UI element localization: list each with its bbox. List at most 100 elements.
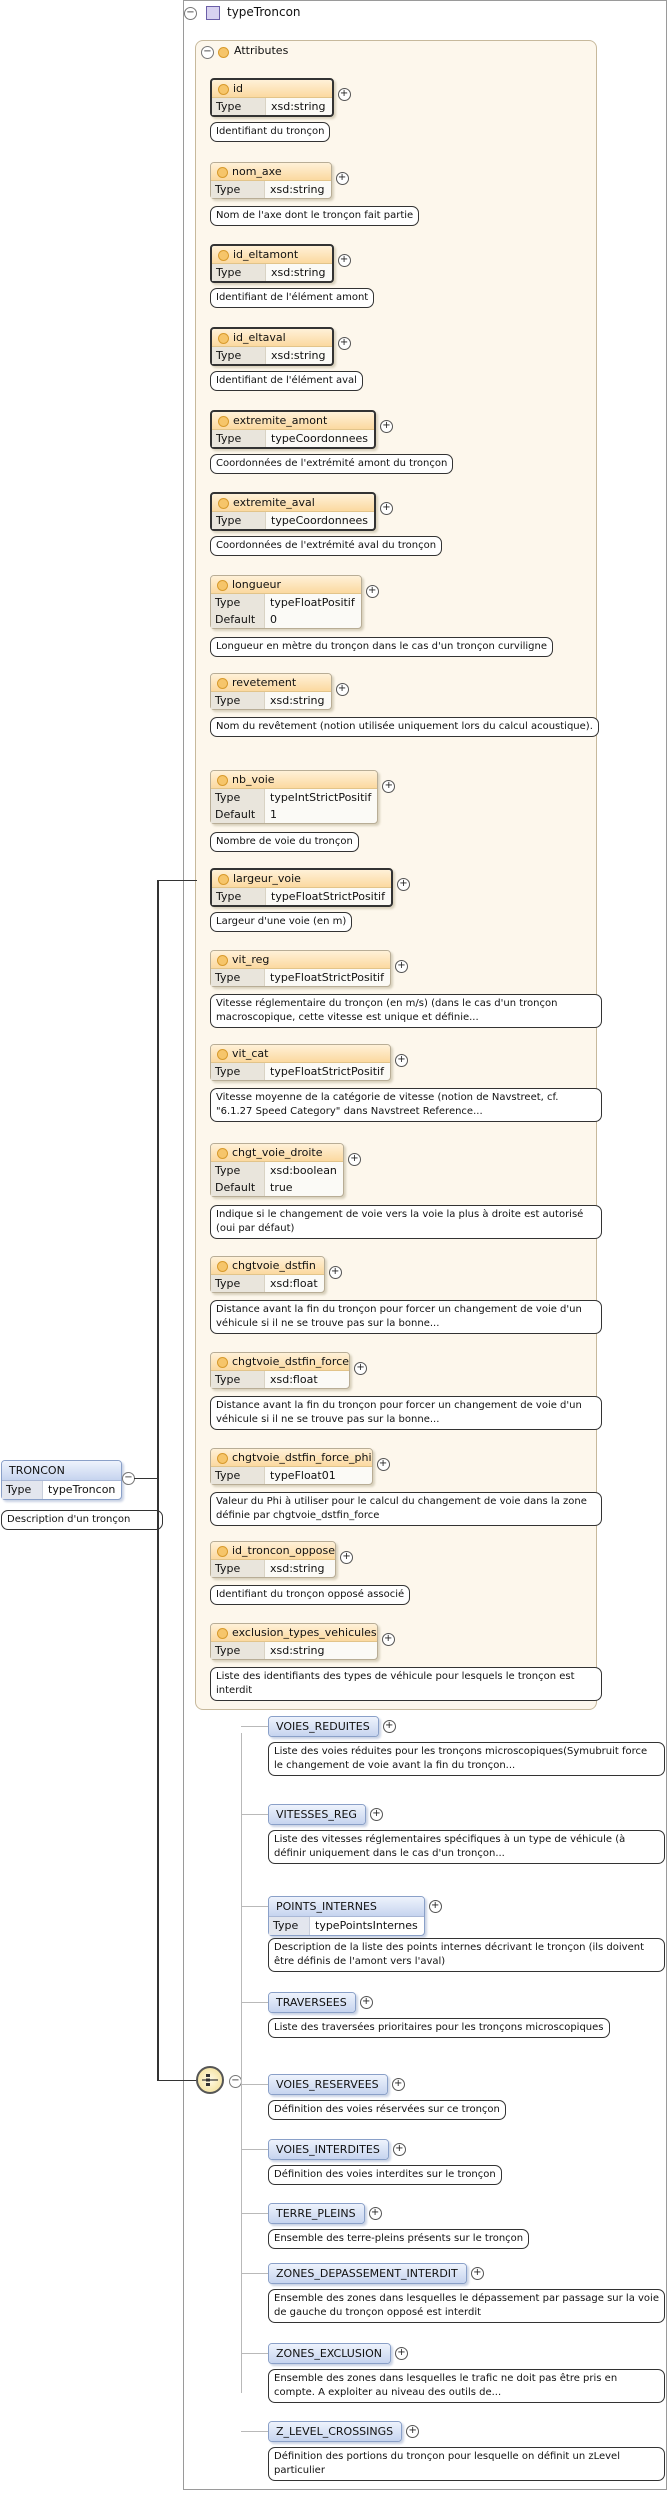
expand-icon[interactable]: + <box>365 585 379 598</box>
expand-icon[interactable]: + <box>396 878 410 891</box>
attribute-icon <box>217 1546 228 1557</box>
expand-icon[interactable]: + <box>392 2143 406 2156</box>
expand-icon[interactable]: + <box>368 2207 382 2220</box>
attribute-row-label: Type <box>211 1275 265 1292</box>
attribute-description: Identifiant de l'élément aval <box>210 371 363 391</box>
attribute-name: longueur <box>211 576 361 594</box>
attribute-icon <box>217 1357 228 1368</box>
attribute-icon <box>217 955 228 966</box>
element-voies-interdites[interactable]: VOIES_INTERDITES <box>268 2139 389 2160</box>
element-voies-reservees[interactable]: VOIES_RESERVEES <box>268 2074 388 2095</box>
attribute-row-value: typeIntStrictPositif <box>270 791 372 804</box>
attribute-row-value: xsd:boolean <box>270 1164 337 1177</box>
attribute-row-label: Type <box>211 181 265 198</box>
attribute-name: chgtvoie_dstfin_force_phi <box>211 1449 372 1467</box>
attribute-row-value: true <box>270 1181 293 1194</box>
expand-icon[interactable]: + <box>382 780 396 793</box>
expand-icon[interactable]: + <box>376 1458 390 1471</box>
element-connector <box>241 1906 268 1907</box>
element-description: Ensemble des terre-pleins présents sur l… <box>268 2229 530 2249</box>
expand-icon[interactable]: + <box>335 172 349 185</box>
expand-icon[interactable]: + <box>340 1551 354 1564</box>
attribute-name-text: vit_cat <box>232 1047 269 1060</box>
expand-icon[interactable]: + <box>354 1362 368 1375</box>
expand-icon[interactable]: + <box>379 502 393 515</box>
expand-icon[interactable]: + <box>337 337 351 350</box>
expand-icon[interactable]: + <box>335 683 349 696</box>
element-z-level-crossings[interactable]: Z_LEVEL_CROSSINGS <box>268 2421 403 2442</box>
expand-icon[interactable]: + <box>391 2078 405 2091</box>
expand-icon[interactable]: + <box>337 88 351 101</box>
element-connector <box>241 2149 268 2150</box>
expand-icon[interactable]: + <box>406 2425 420 2438</box>
collapse-toggle-icon[interactable]: − <box>184 7 197 20</box>
attribute-icon <box>217 1148 228 1159</box>
type-troncon-title: typeTroncon <box>227 5 301 19</box>
element-name: Z_LEVEL_CROSSINGS <box>269 2422 402 2441</box>
expand-icon[interactable]: + <box>369 1808 383 1821</box>
expand-icon[interactable]: + <box>428 1900 442 1913</box>
sequence-compositor-icon[interactable] <box>196 2066 224 2094</box>
attribute-row-label: Type <box>211 1642 265 1659</box>
expand-icon[interactable]: + <box>381 1633 395 1646</box>
expand-icon[interactable]: + <box>382 1720 396 1733</box>
root-description: Description d'un tronçon <box>1 1510 163 1530</box>
attribute-name-text: largeur_voie <box>233 872 301 885</box>
element-voies-reduites[interactable]: VOIES_REDUITES <box>268 1716 379 1737</box>
expand-icon[interactable]: + <box>337 254 351 267</box>
attribute-row-value: xsd:string <box>270 1644 325 1657</box>
root-type-value: typeTroncon <box>48 1483 116 1496</box>
element-terre-pleins[interactable]: TERRE_PLEINS <box>268 2203 365 2224</box>
expand-icon[interactable]: + <box>394 2347 408 2360</box>
expand-icon[interactable]: + <box>359 1996 373 2009</box>
attribute-name: id_eltamont <box>212 246 332 264</box>
element-vitesses-reg[interactable]: VITESSES_REG <box>268 1804 366 1825</box>
element-traversees[interactable]: TRAVERSEES <box>268 1992 356 2013</box>
attribute-name: largeur_voie <box>212 870 391 888</box>
element-description: Liste des vitesses réglementaires spécif… <box>268 1830 665 1864</box>
expand-icon[interactable]: + <box>394 960 408 973</box>
root-element-troncon[interactable]: TRONCON Type typeTroncon <box>1 1460 123 1500</box>
element-zones-depassement-interdit[interactable]: ZONES_DEPASSEMENT_INTERDIT <box>268 2263 467 2284</box>
expand-icon[interactable]: + <box>328 1266 342 1279</box>
attributes-collapse-icon[interactable]: − <box>201 46 214 59</box>
expand-icon[interactable]: + <box>394 1054 408 1067</box>
element-type-label: Type <box>269 1917 310 1935</box>
attribute-row-value: typeFloatStrictPositif <box>270 971 384 984</box>
attributes-connector <box>157 880 197 881</box>
element-zones-exclusion[interactable]: ZONES_EXCLUSION <box>268 2343 391 2364</box>
expand-icon[interactable]: + <box>470 2267 484 2280</box>
attribute-row-value: typeFloat01 <box>270 1469 336 1482</box>
expand-icon[interactable]: + <box>347 1153 361 1166</box>
attribute-description: Nom de l'axe dont le tronçon fait partie <box>210 206 420 226</box>
attribute-row-value: 1 <box>270 808 277 821</box>
element-name: VITESSES_REG <box>269 1805 365 1824</box>
attribute-icon <box>217 1453 228 1464</box>
expand-icon[interactable]: + <box>379 420 393 433</box>
attribute-name-text: extremite_amont <box>233 414 328 427</box>
attribute-name-text: nom_axe <box>232 165 282 178</box>
attribute-icon <box>217 1628 228 1639</box>
